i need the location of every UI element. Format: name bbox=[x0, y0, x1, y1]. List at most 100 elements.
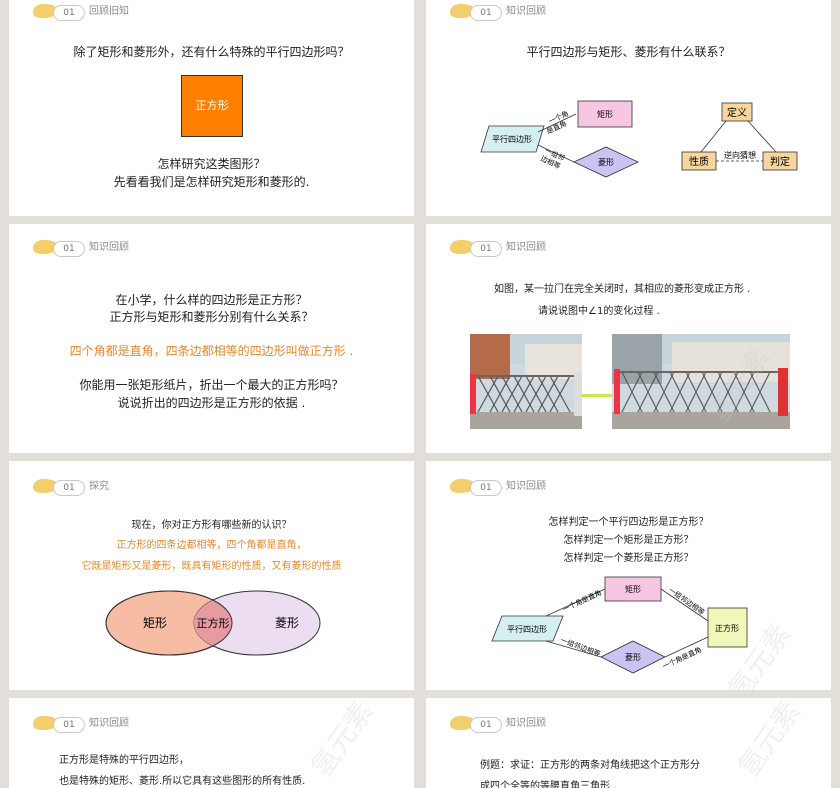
parallelogram-shape bbox=[491, 615, 564, 642]
text-line: 例题：求证：正方形的两条对角线把这个正方形分 bbox=[480, 760, 700, 771]
rhombus-shape bbox=[573, 146, 639, 178]
judgement-diagram: 平行四边形 矩形 菱形 正方形 一个角是直角 一组邻边相等 一组邻边相等 一个角… bbox=[491, 576, 748, 674]
slide-5[interactable]: 01 探究 现在，你对正方形有哪些新的认识？ 正方形的四条边都相等，四个角都是直… bbox=[9, 461, 414, 690]
relation-diagram: 平行四边形 矩形 菱形 一个角 是直角 一组邻 边相等 定义 性质 判定 逆向猜… bbox=[480, 100, 798, 178]
text-line: 先看看我们是怎样研究矩形和菱形的. bbox=[113, 175, 310, 189]
question-text: 除了矩形和菱形外，还有什么特殊的平行四边形吗？ bbox=[73, 45, 350, 59]
arrow-to-rect bbox=[537, 113, 577, 133]
text-line: 也是特殊的矩形、菱形.所以它具有这些图形的所有性质. bbox=[59, 776, 306, 787]
question-text: 正方形与矩形和菱形分别有什么关系？ bbox=[109, 310, 314, 324]
rect-label: 矩形 bbox=[625, 584, 641, 594]
parallelogram-label: 平行四边形 bbox=[492, 134, 532, 144]
venn-overlap bbox=[193, 600, 233, 646]
question-text: 你能用一张矩形纸片，折出一个最大的正方形吗？ bbox=[79, 378, 344, 392]
brush-icon bbox=[32, 715, 58, 730]
slide-1[interactable]: 01 回顾旧知 除了矩形和菱形外，还有什么特殊的平行四边形吗？ 正方形 怎样研究… bbox=[9, 0, 414, 216]
edge-line bbox=[545, 588, 606, 617]
text-line: 正方形是特殊的平行四边形， bbox=[59, 755, 189, 766]
section-title: 知识回顾 bbox=[506, 481, 546, 492]
slide-8[interactable]: 01 知识回顾 例题：求证：正方形的两条对角线把这个正方形分 成四个全等的等腰直… bbox=[426, 698, 831, 788]
text-line: 如图，某一拉门在完全关闭时，其相应的菱形变成正方形 . bbox=[494, 284, 751, 295]
gate-illustration bbox=[612, 334, 790, 429]
text-line: 成四个全等的等腰直角三角形 . bbox=[480, 781, 617, 788]
slide-2[interactable]: 01 知识回顾 平行四边形与矩形、菱形有什么联系？ 平行四边形 矩形 菱形 一个… bbox=[426, 0, 831, 216]
section-number: 01 bbox=[53, 480, 85, 496]
text-line: 请说说图中∠1的变化过程 . bbox=[538, 306, 660, 317]
section-title: 知识回顾 bbox=[506, 6, 546, 17]
rect-shape bbox=[577, 100, 633, 128]
property-label: 性质 bbox=[689, 155, 709, 168]
slide-header: 01 知识回顾 bbox=[9, 236, 209, 266]
brush-icon bbox=[32, 478, 58, 493]
rect-label: 矩形 bbox=[597, 109, 613, 119]
section-number: 01 bbox=[470, 241, 502, 257]
venn-right-label: 菱形 bbox=[275, 616, 299, 630]
brush-icon bbox=[449, 3, 475, 18]
rhombus-label: 菱形 bbox=[598, 157, 614, 167]
slide-header: 01 知识回顾 bbox=[426, 0, 626, 30]
gate-photo-open bbox=[470, 334, 582, 429]
parallelogram-shape bbox=[480, 125, 545, 153]
section-number: 01 bbox=[470, 717, 502, 733]
rhombus-label: 菱形 bbox=[625, 652, 641, 662]
brush-icon bbox=[449, 715, 475, 730]
edge-line bbox=[664, 636, 709, 658]
watermark: 氢元素 bbox=[731, 698, 807, 783]
arrow-to-rhombus bbox=[537, 144, 575, 163]
section-title: 知识回顾 bbox=[89, 718, 129, 729]
section-title: 知识回顾 bbox=[506, 718, 546, 729]
question-text: 怎样判定一个菱形是正方形？ bbox=[563, 553, 694, 564]
question-text: 平行四边形与矩形、菱形有什么联系？ bbox=[526, 45, 731, 59]
section-title: 回顾旧知 bbox=[89, 6, 129, 17]
venn-left-label: 矩形 bbox=[143, 616, 167, 630]
gate-photo-closed bbox=[612, 334, 790, 429]
section-title: 知识回顾 bbox=[506, 242, 546, 253]
gate-illustration bbox=[470, 334, 582, 429]
section-title: 知识回顾 bbox=[89, 242, 129, 253]
square-label: 正方形 bbox=[715, 623, 739, 633]
slide-header: 01 知识回顾 bbox=[426, 712, 626, 742]
slide-header: 01 知识回顾 bbox=[9, 712, 209, 742]
reverse-label: 逆向猜想 bbox=[724, 150, 756, 160]
brush-icon bbox=[449, 478, 475, 493]
question-text: 在小学，什么样的四边形是正方形？ bbox=[115, 293, 308, 307]
answer-text: 正方形的四条边都相等，四个角都是直角， bbox=[116, 540, 307, 551]
text-line: 怎样研究这类图形？ bbox=[157, 157, 266, 171]
venn-mid-label: 正方形 bbox=[197, 616, 230, 630]
brush-icon bbox=[32, 239, 58, 254]
parallelogram-label: 平行四边形 bbox=[507, 624, 547, 634]
section-number: 01 bbox=[53, 241, 85, 257]
brush-icon bbox=[449, 239, 475, 254]
question-text: 怎样判定一个矩形是正方形？ bbox=[563, 535, 694, 546]
define-box bbox=[721, 102, 753, 122]
connector-line bbox=[582, 394, 612, 397]
watermark: 氢元素 bbox=[304, 698, 380, 783]
section-number: 01 bbox=[53, 717, 85, 733]
section-number: 01 bbox=[470, 5, 502, 21]
slide-4[interactable]: 01 知识回顾 如图，某一拉门在完全关闭时，其相应的菱形变成正方形 . 请说说图… bbox=[426, 224, 831, 453]
define-to-property bbox=[700, 120, 727, 153]
section-title: 探究 bbox=[89, 481, 109, 492]
slide-header: 01 回顾旧知 bbox=[9, 0, 209, 30]
square-shape: 正方形 bbox=[181, 75, 243, 137]
slide-header: 01 知识回顾 bbox=[426, 475, 626, 505]
venn-diagram: 矩形 正方形 菱形 bbox=[105, 590, 321, 656]
edge-line bbox=[545, 640, 602, 658]
answer-text: 它既是矩形又是菱形，既具有矩形的性质，又有菱形的性质 bbox=[81, 561, 342, 572]
rect-shape bbox=[604, 576, 662, 602]
question-text: 说说折出的四边形是正方形的依据 . bbox=[117, 396, 306, 410]
define-to-judge bbox=[747, 120, 777, 153]
slide-3[interactable]: 01 知识回顾 在小学，什么样的四边形是正方形？ 正方形与矩形和菱形分别有什么关… bbox=[9, 224, 414, 453]
edge-label: 一个角是直角 bbox=[561, 588, 603, 614]
slide-7[interactable]: 01 知识回顾 正方形是特殊的平行四边形， 也是特殊的矩形、菱形.所以它具有这些… bbox=[9, 698, 414, 788]
edge-line bbox=[660, 588, 709, 622]
square-shape bbox=[707, 607, 748, 648]
question-text: 现在，你对正方形有哪些新的认识？ bbox=[131, 520, 292, 531]
edge-label: 一组邻边相等 bbox=[667, 585, 707, 616]
section-number: 01 bbox=[53, 5, 85, 21]
brush-icon bbox=[32, 3, 58, 18]
question-text: 怎样判定一个平行四边形是正方形？ bbox=[548, 517, 709, 528]
slide-6[interactable]: 01 知识回顾 怎样判定一个平行四边形是正方形？ 怎样判定一个矩形是正方形？ 怎… bbox=[426, 461, 831, 690]
slide-header: 01 探究 bbox=[9, 475, 209, 505]
square-label: 正方形 bbox=[195, 99, 229, 112]
